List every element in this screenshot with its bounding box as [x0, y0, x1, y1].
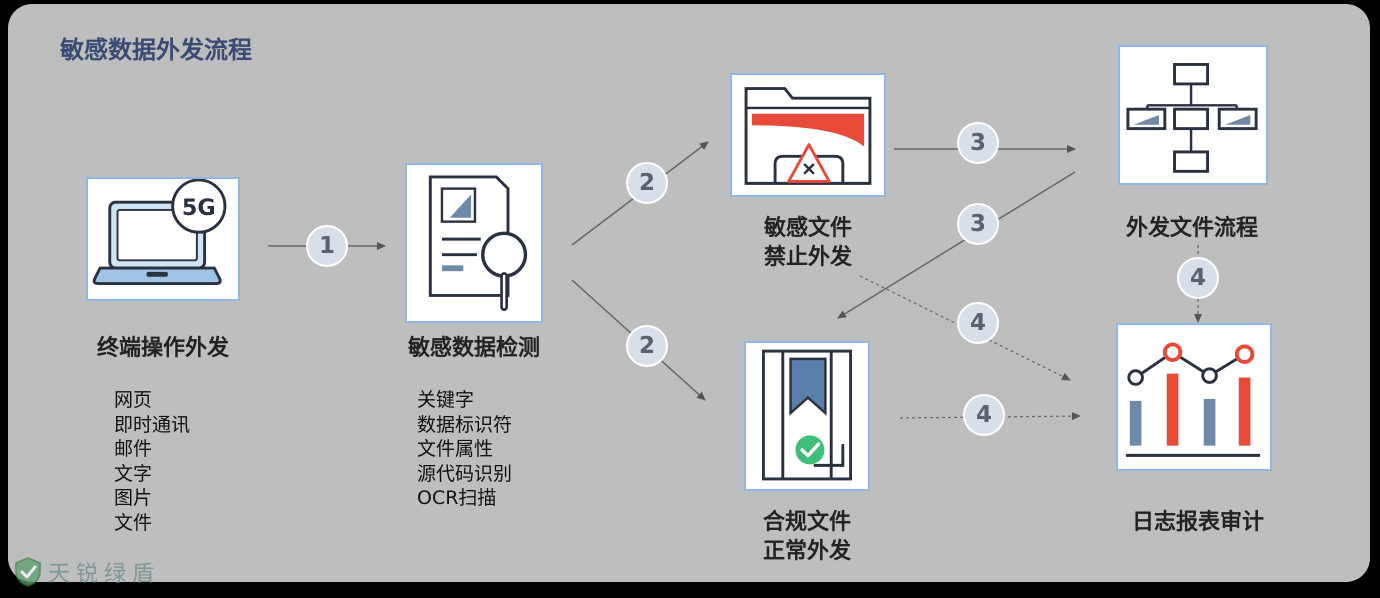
compliant-label-line2: 正常外发: [762, 539, 851, 564]
document-search-icon: [428, 175, 528, 311]
arrow-workflow-to-compliant: [837, 171, 1076, 319]
terminal-card: 5G: [86, 177, 240, 301]
list-item: 邮件: [114, 438, 153, 460]
list-item: 即时通讯: [114, 413, 191, 436]
detect-label: 敏感数据检测: [407, 336, 540, 361]
detect-method-list: 关键字 数据标识符 文件属性 源代码识别 OCR扫描: [417, 388, 512, 511]
watermark-text: 天锐绿盾: [48, 562, 161, 587]
list-item: 数据标识符: [417, 413, 513, 436]
step-4-badge-forbid-audit: 4: [957, 302, 999, 344]
compliant-label-line1: 合规文件: [762, 510, 851, 535]
shield-logo-icon: [15, 557, 41, 587]
folder-warning-icon: [744, 87, 872, 185]
step-4-badge-compliant-audit: 4: [963, 394, 1005, 436]
workflow-label: 外发文件流程: [1125, 216, 1258, 241]
page-title: 敏感数据外发流程: [60, 36, 252, 64]
list-item: 文字: [114, 462, 153, 485]
list-item: 源代码识别: [417, 462, 513, 485]
watermark: 天锐绿盾: [14, 556, 160, 588]
workflow-card: [1118, 45, 1268, 185]
laptop-5g-icon: 5G: [92, 179, 227, 285]
terminal-label: 终端操作外发: [96, 336, 229, 361]
audit-card: [1116, 323, 1272, 471]
bookmark-check-icon: [761, 349, 853, 481]
list-item: 图片: [114, 487, 153, 509]
forbid-card: [730, 73, 886, 197]
bar-line-chart-icon: [1125, 342, 1261, 457]
compliant-card: [744, 341, 870, 491]
step-2-badge-forbid: 2: [626, 162, 668, 204]
list-item: 网页: [114, 389, 153, 411]
step-3-badge-workflow-compliant: 3: [957, 203, 999, 245]
5g-badge: 5G: [182, 195, 216, 221]
detect-card: [405, 163, 543, 323]
list-item: OCR扫描: [417, 487, 497, 509]
list-item: 文件属性: [417, 438, 494, 460]
flowchart-icon: [1126, 63, 1258, 173]
forbid-label-line1: 敏感文件: [763, 216, 852, 241]
audit-label: 日志报表审计: [1131, 510, 1264, 535]
step-3-badge-forbid-workflow: 3: [957, 122, 999, 164]
step-1-badge: 1: [306, 225, 348, 267]
list-item: 文件: [114, 511, 153, 534]
step-4-badge-workflow-audit: 4: [1177, 257, 1219, 299]
forbid-label: 敏感文件 禁止外发: [738, 214, 878, 272]
list-item: 关键字: [417, 389, 475, 411]
forbid-label-line2: 禁止外发: [763, 245, 852, 270]
compliant-label: 合规文件 正常外发: [737, 508, 877, 566]
terminal-channel-list: 网页 即时通讯 邮件 文字 图片 文件: [114, 388, 190, 535]
step-2-badge-compliant: 2: [626, 325, 668, 367]
